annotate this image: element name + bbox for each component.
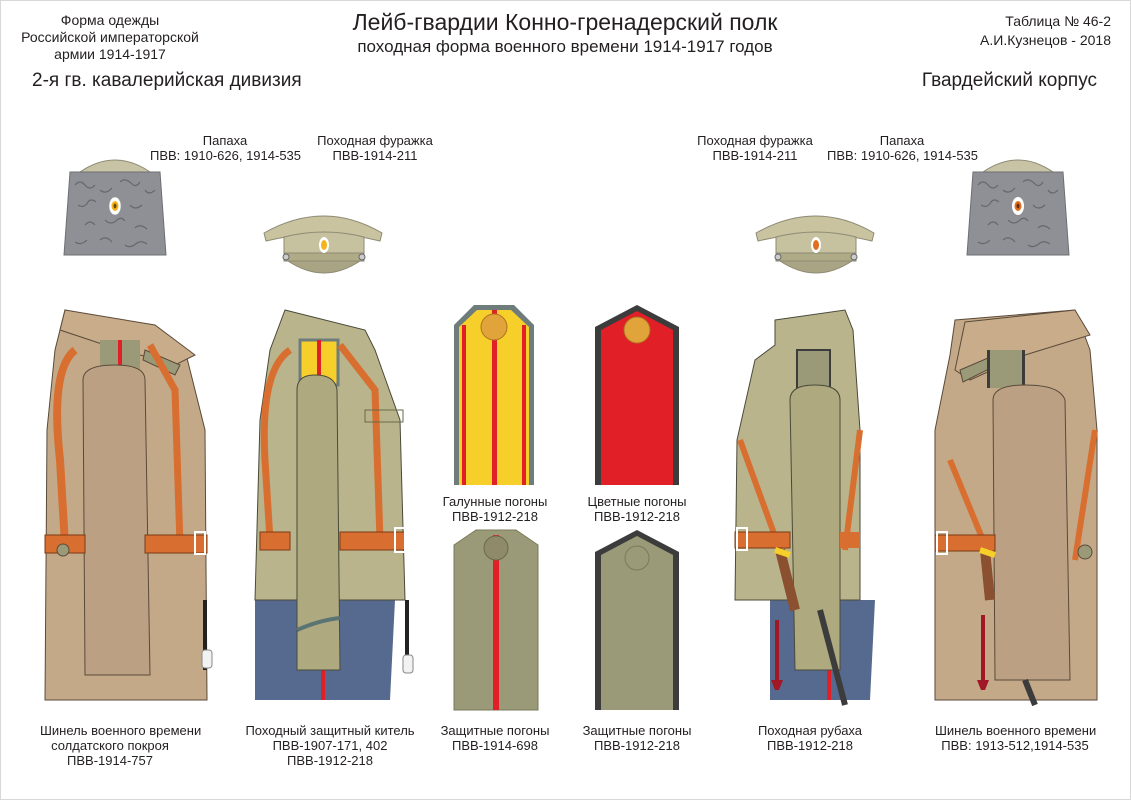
caption-line: Галунные погоны: [442, 494, 548, 509]
caption-line: ПВВ-1912-218: [594, 509, 680, 524]
caption-shoulder-colored: Цветные погоны ПВВ-1912-218: [562, 494, 712, 524]
caption-furazhka-right: Походная фуражка ПВВ-1914-211: [680, 133, 830, 163]
caption-papakha-left: Папаха ПВВ: 1910-626, 1914-535: [150, 133, 302, 163]
header-left-line: армии 1914-1917: [54, 46, 166, 62]
caption-line: ПВВ-1912-218: [767, 738, 853, 753]
table-number: Таблица № 46-2: [1005, 13, 1111, 29]
caption-line: ПВВ-1914-757: [67, 753, 153, 768]
caption-furazhka-left: Походная фуражка ПВВ-1914-211: [300, 133, 450, 163]
caption-line: ПВВ: 1910-626, 1914-535: [827, 148, 979, 163]
page-subtitle: походная форма военного времени 1914-191…: [357, 37, 773, 56]
caption-tunic: Походный защитный китель ПВВ-1907-171, 4…: [245, 723, 415, 768]
caption-line: ПВВ-1914-211: [712, 148, 798, 163]
header-center: Лейб-гвардии Конно-гренадерский полк пох…: [300, 8, 830, 58]
caption-shoulder-galun: Галунные погоны ПВВ-1912-218: [420, 494, 570, 524]
caption-line: Папаха: [202, 133, 248, 148]
greatcoat-left-illustration: [44, 309, 213, 701]
header-left-line: Российской императорской: [21, 29, 199, 45]
caption-line: Цветные погоны: [587, 494, 687, 509]
shoulder-board-field-1914: [453, 529, 539, 711]
caption-greatcoat-left: Шинель военного времени солдатского покр…: [40, 723, 202, 768]
caption-line: Папаха: [879, 133, 925, 148]
caption-shirt: Походная рубаха ПВВ-1912-218: [740, 723, 880, 753]
caption-line: ПВВ: 1913-512,1914-535: [941, 738, 1089, 753]
caption-line: Походная фуражка: [697, 133, 813, 148]
caption-papakha-right: Папаха ПВВ: 1910-626, 1914-535: [827, 133, 979, 163]
caption-line: Походная рубаха: [757, 723, 863, 738]
caption-line: Походный защитный китель: [245, 723, 415, 738]
header-left-caption: Форма одежды Российской императорской ар…: [20, 12, 200, 63]
caption-line: ПВВ-1907-171, 402: [272, 738, 388, 753]
caption-line: Защитные погоны: [440, 723, 550, 738]
caption-line: ПВВ-1914-211: [332, 148, 418, 163]
caption-greatcoat-right: Шинель военного времени ПВВ: 1913-512,19…: [935, 723, 1097, 753]
caption-line: ПВВ: 1910-626, 1914-535: [150, 148, 302, 163]
page-title: Лейб-гвардии Конно-гренадерский полк: [352, 9, 778, 35]
tunic-illustration: [254, 309, 414, 700]
furazhka-right-illustration: [755, 215, 875, 274]
caption-line: Походная фуражка: [317, 133, 433, 148]
shoulder-board-galun: [454, 305, 534, 485]
shirt-illustration: [734, 309, 875, 706]
shoulder-board-colored: [595, 305, 679, 485]
caption-line: Шинель военного времени: [935, 723, 1097, 738]
greatcoat-right-illustration: [934, 309, 1098, 707]
papakha-right-illustration: [966, 159, 1070, 256]
header-left-line: Форма одежды: [60, 12, 160, 28]
caption-line: ПВВ-1914-698: [452, 738, 538, 753]
caption-line: Шинель военного времени: [40, 723, 202, 738]
caption-line: ПВВ-1912-218: [594, 738, 680, 753]
furazhka-left-illustration: [263, 215, 383, 274]
shoulder-board-field-1912: [595, 530, 679, 710]
author: А.И.Кузнецов - 2018: [980, 32, 1111, 48]
caption-line: Защитные погоны: [582, 723, 692, 738]
division-label: 2-я гв. кавалерийская дивизия: [32, 70, 302, 91]
papakha-left-illustration: [63, 159, 167, 256]
caption-shoulder-field-1914: Защитные погоны ПВВ-1914-698: [420, 723, 570, 753]
caption-line: ПВВ-1912-218: [287, 753, 373, 768]
caption-shoulder-field-1912: Защитные погоны ПВВ-1912-218: [562, 723, 712, 753]
caption-line: ПВВ-1912-218: [452, 509, 538, 524]
corps-label: Гвардейский корпус: [921, 70, 1097, 91]
caption-line: солдатского покроя: [51, 738, 169, 753]
header-right-caption: Таблица № 46-2 А.И.Кузнецов - 2018: [911, 12, 1111, 50]
